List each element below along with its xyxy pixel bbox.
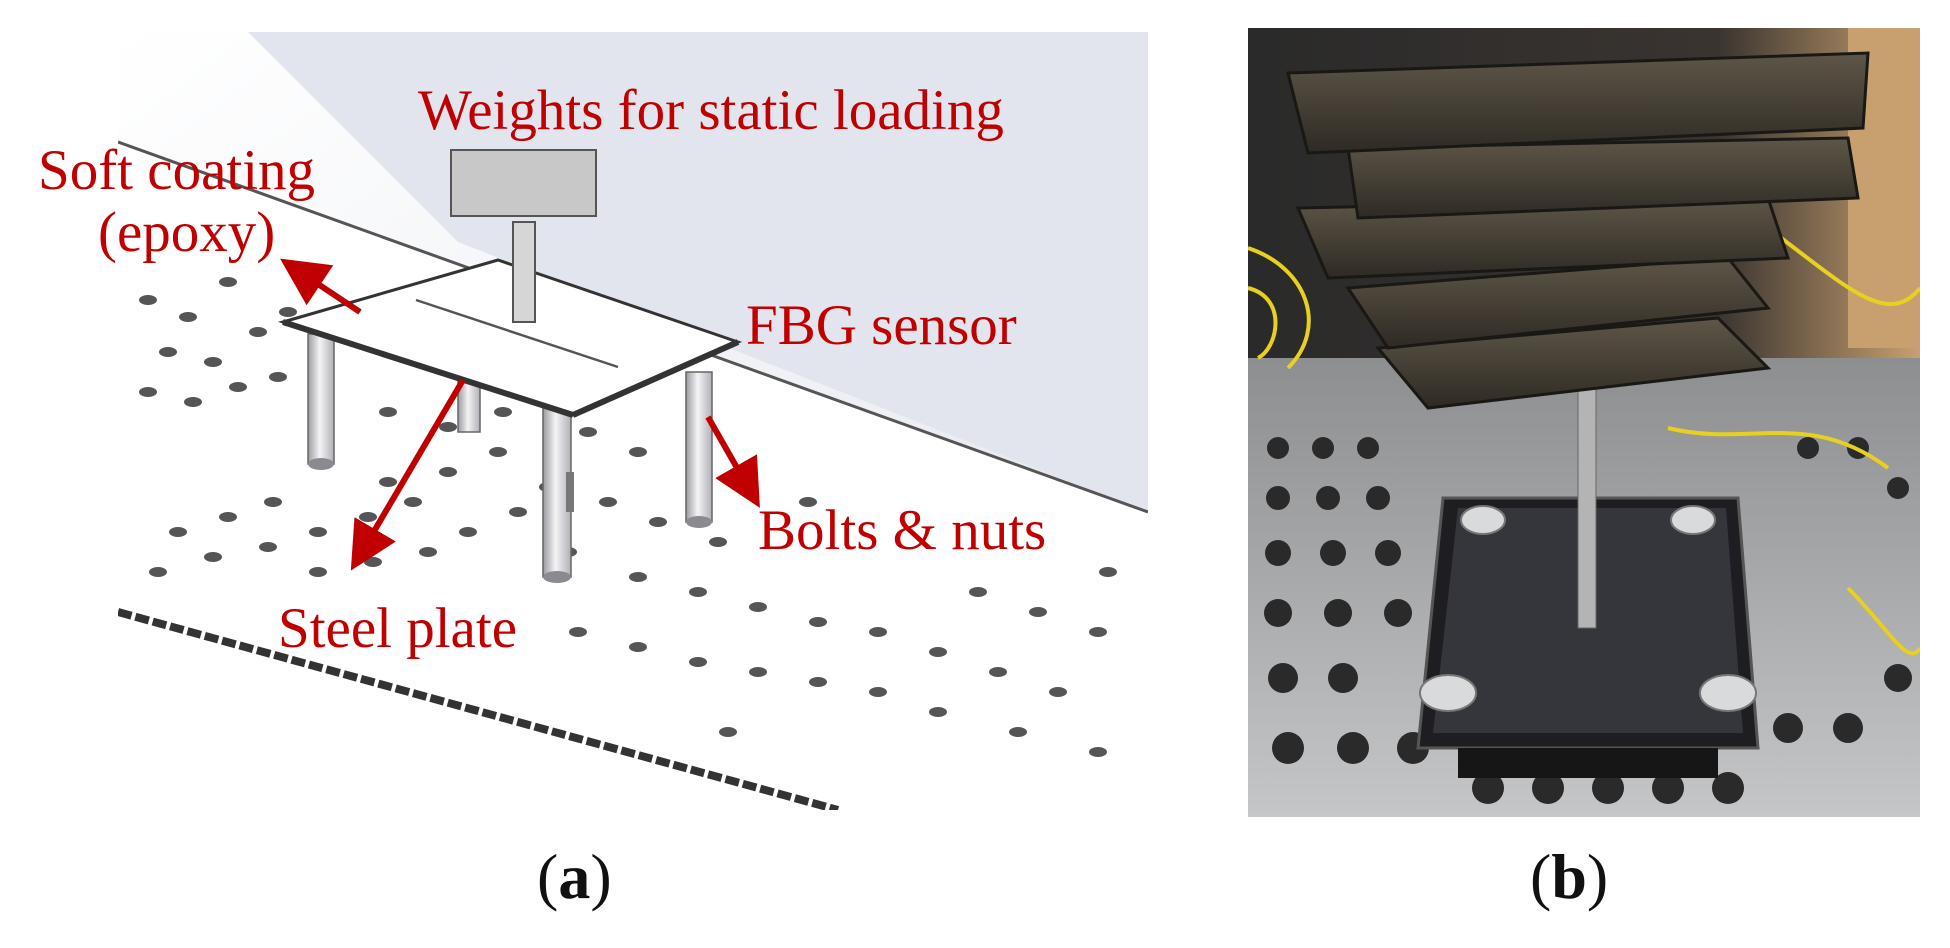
caption-a-letter: a [558, 841, 591, 912]
weight-block [450, 149, 597, 217]
caption-b-close: ) [1586, 841, 1609, 912]
caption-a: (a) [537, 845, 612, 909]
caption-b-letter: b [1551, 841, 1587, 912]
caption-b: (b) [1530, 845, 1608, 909]
top-plate-side-edge [571, 339, 740, 418]
bolt-heads [1419, 505, 1757, 712]
label-bolts-nuts: Bolts & nuts [758, 499, 1047, 562]
caption-a-open: ( [537, 841, 559, 912]
bolts-arrow [705, 415, 760, 508]
panel-b-photo [1247, 28, 1922, 817]
label-steel-plate: Steel plate [278, 597, 517, 660]
caption-b-open: ( [1530, 841, 1552, 912]
top-plate-front-edge [282, 319, 574, 418]
soft-coating-arrow [280, 258, 362, 315]
photo-setup [1247, 28, 1922, 817]
panel-a-schematic: Weights for static loading Soft coating … [38, 32, 1149, 814]
fiber-cables [1247, 226, 1922, 656]
callout-arrows [280, 258, 760, 571]
base-plate-side [1458, 748, 1718, 778]
cad-drawing [116, 32, 1149, 814]
label-weights: Weights for static loading [418, 79, 1004, 142]
stacked-weights [1286, 51, 1870, 410]
floor-holes [139, 277, 1117, 757]
loading-rod [512, 221, 536, 323]
table-holes [1264, 437, 1912, 804]
fbg-fiber [415, 298, 619, 369]
label-fbg-sensor: FBG sensor [746, 294, 1017, 357]
lower-plate-edge [116, 608, 840, 814]
steel-plate-arrow [350, 378, 466, 571]
label-soft-coating: Soft coating [38, 139, 316, 202]
label-epoxy: (epoxy) [98, 201, 276, 264]
caption-a-close: ) [590, 841, 612, 912]
